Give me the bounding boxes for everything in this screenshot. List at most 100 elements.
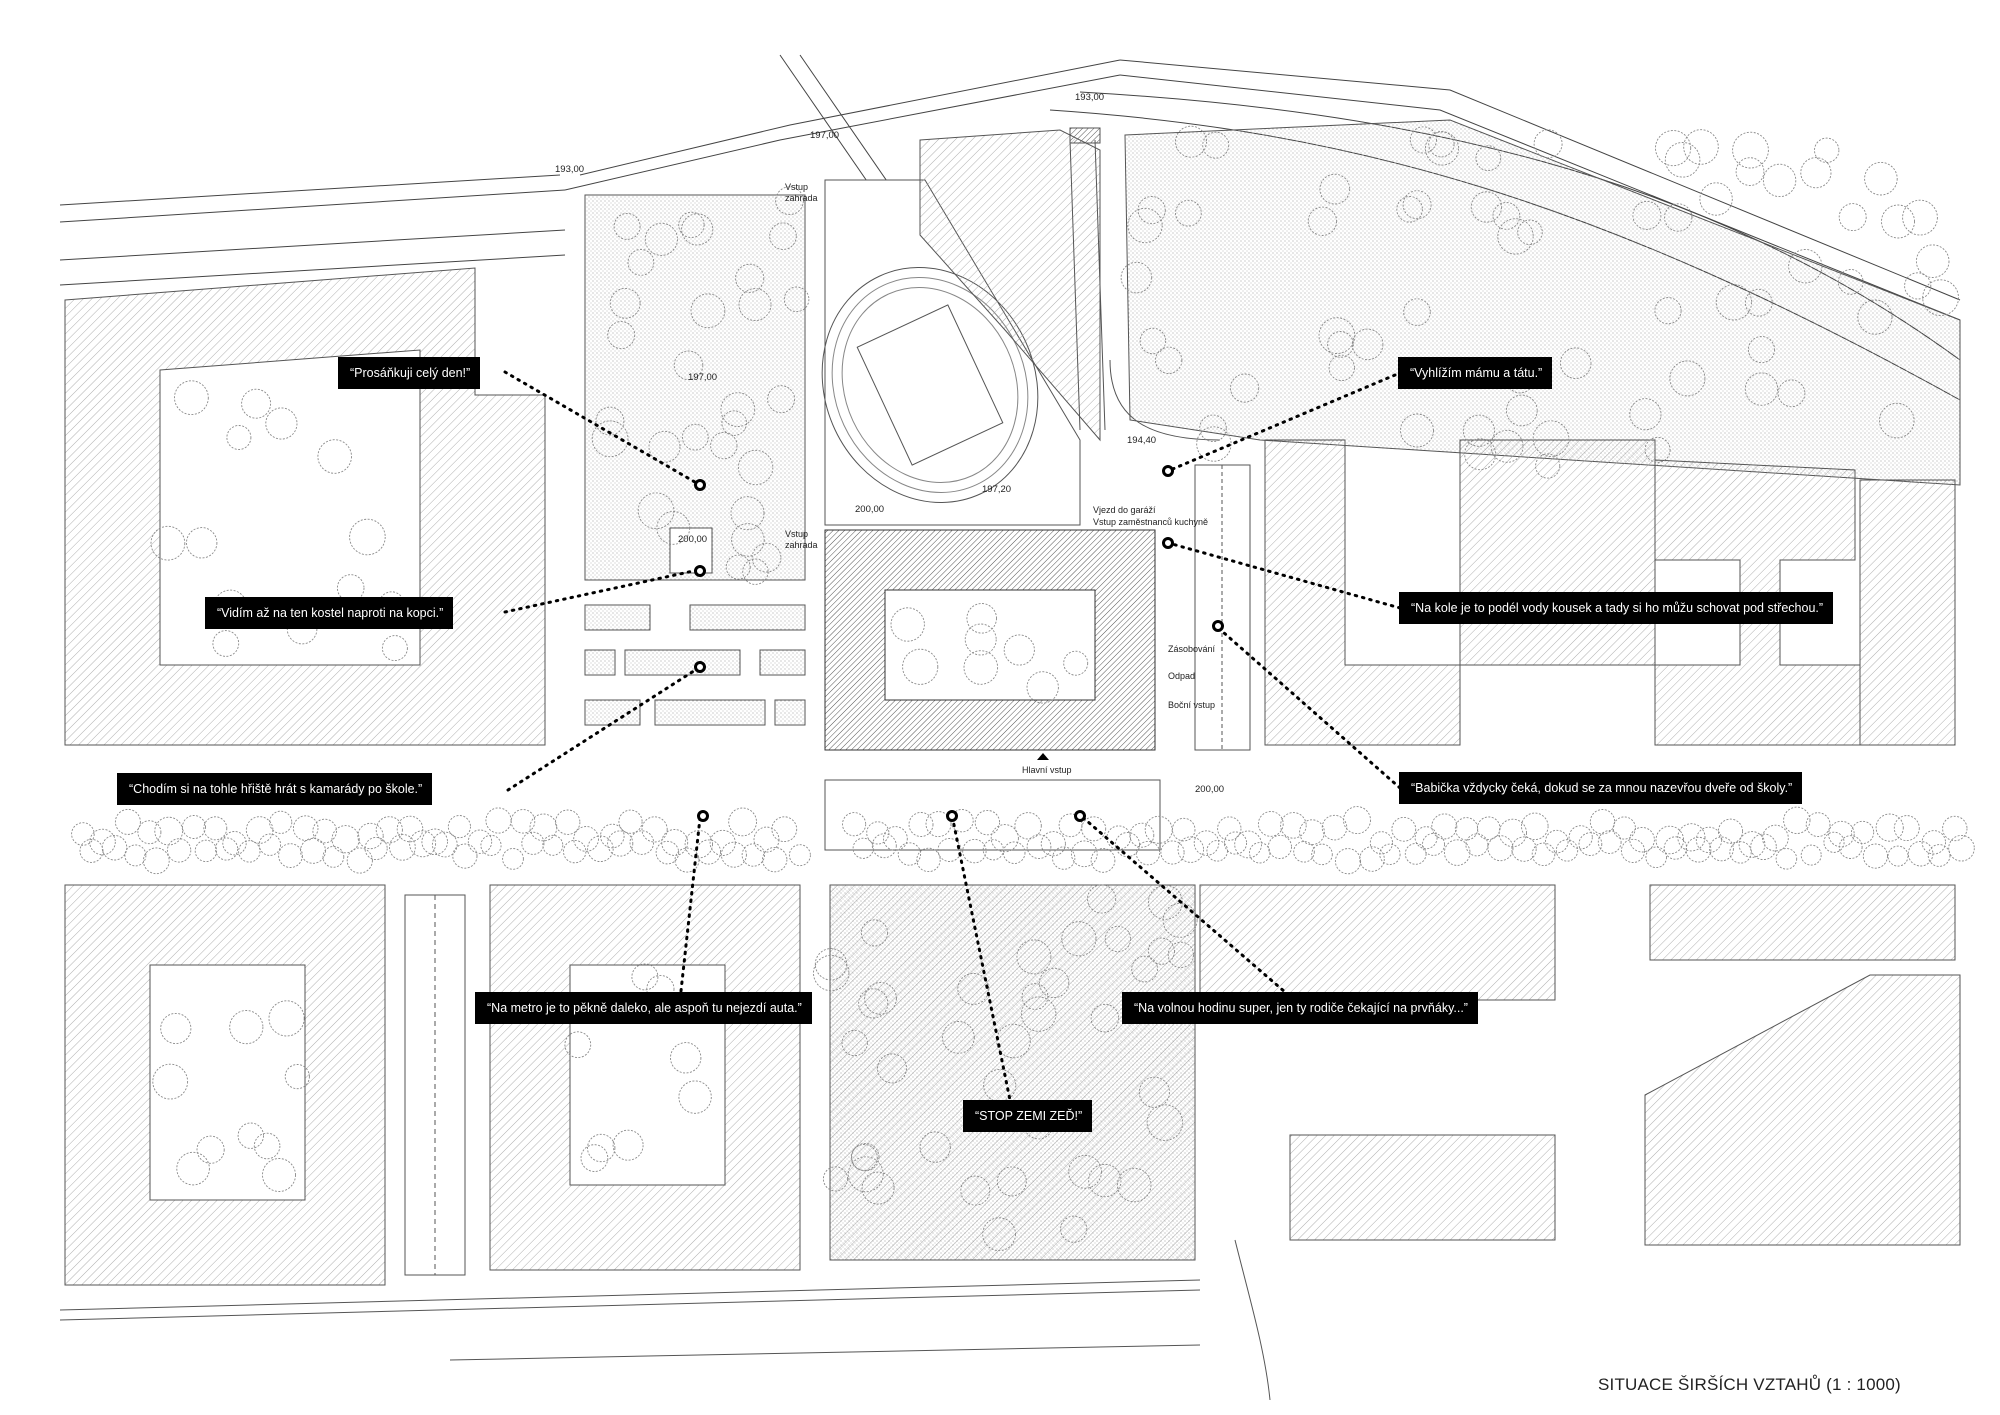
tree-canopy [203,816,228,841]
tree-canopy [1116,1167,1152,1203]
tree-canopy [1879,402,1915,439]
quote-callout: “Prosáňkuji celý den!” [338,357,481,389]
tree-canopy [916,847,941,873]
tree-canopy [1857,299,1893,335]
playground [584,604,806,726]
quote-callout: “Babička vždycky čeká, dokud se za mnou … [1399,772,1803,804]
tree-canopy [902,648,939,685]
tree-canopy [1454,817,1479,841]
tree-canopy [1655,825,1685,855]
tree-canopy [721,410,747,436]
tree-canopy [1902,199,1938,236]
elevation-label: 197,00 [810,130,839,141]
main-entrance-arrow [1037,753,1049,760]
tree-canopy [1193,830,1220,856]
tree-canopy [1061,921,1097,957]
tree-canopy [1088,1163,1122,1198]
tree-canopy [1664,203,1693,232]
tree-canopy [1875,813,1904,842]
tree-canopy [1014,812,1042,840]
tree-canopy [695,839,722,865]
tree-canopy [229,1010,264,1045]
location-markers [694,465,1224,822]
tree-canopy [957,972,990,1005]
tree-canopy [375,816,403,844]
tree-canopy [1632,200,1662,230]
tree-canopy [1750,833,1777,861]
tree-canopy [1391,816,1417,842]
tree-canopy [580,1144,609,1172]
tree-canopy [742,558,769,585]
tree-canopy [937,838,962,862]
tree-canopy [690,293,726,329]
tree-canopy [1685,836,1712,863]
tree-canopy [1663,836,1688,860]
tree-canopy [1669,360,1706,397]
tree-canopy [629,830,655,855]
tree-canopy [166,838,192,863]
service-road [1069,127,1221,441]
tree-canopy [1137,196,1166,225]
tree-canopy [1249,842,1271,864]
tree-canopy [1090,1003,1120,1033]
tree-canopy [1555,839,1579,862]
tree-canopy [396,815,424,843]
tree-canopy [861,1171,895,1205]
tree-canopy [1403,298,1431,326]
tree-canopy [502,848,524,870]
tree-canopy [1677,823,1706,852]
tree-canopy [1887,845,1909,867]
tree-canopy [709,829,736,856]
tree-canopy [292,815,319,841]
tree-canopy [681,213,714,246]
tree-canopy [196,1135,225,1164]
tree-canopy [871,833,897,859]
tree-canopy [897,842,922,866]
tree-canopy [1644,436,1671,463]
tree-canopy [1307,206,1338,236]
tree-canopy [842,812,867,837]
tree-canopy [284,1064,310,1090]
tree-canopy [346,847,373,874]
tree-canopy [681,423,709,451]
tree-canopy [890,607,925,642]
tree-canopy [154,816,184,846]
tree-canopy [421,828,448,856]
tree-canopy [950,809,974,833]
tree-canopy [114,808,141,835]
tree-canopy [1838,835,1863,859]
tree-canopy [312,818,337,844]
tree-canopy [1402,190,1432,220]
tree-canopy [1823,831,1845,853]
tree-canopy [656,511,691,545]
tree-canopy [485,807,512,834]
tree-canopy [1431,813,1458,840]
tree-canopy [1175,125,1207,158]
tree-canopy [1531,842,1556,867]
tree-canopy [336,574,365,602]
tree-canopy [381,635,408,662]
tree-canopy [142,847,170,875]
tree-canopy [1922,279,1959,317]
tree-canopy [710,431,738,460]
tree-canopy [1135,840,1161,866]
tree-canopy [564,1031,592,1059]
tree-canopy [771,816,798,843]
tree-canopy [1351,328,1384,361]
plan-title: SITUACE ŠIRŠÍCH VZTAHŮ (1 : 1000) [1598,1375,1901,1394]
tree-canopy [1828,820,1855,848]
tree-canopy [1428,131,1455,158]
tree-canopy [613,212,641,240]
tree-canopy [1498,818,1527,848]
tree-canopy [720,841,747,868]
tree-canopy [637,492,675,530]
tree-canopy [1199,414,1227,443]
tree-canopy [1521,812,1549,841]
tree-canopy [1040,831,1066,857]
tree-canopy [813,954,850,992]
tree-canopy [1424,131,1460,166]
tree-canopy [467,829,493,854]
tree-canopy [631,963,659,991]
tree-canopy [1087,884,1117,914]
